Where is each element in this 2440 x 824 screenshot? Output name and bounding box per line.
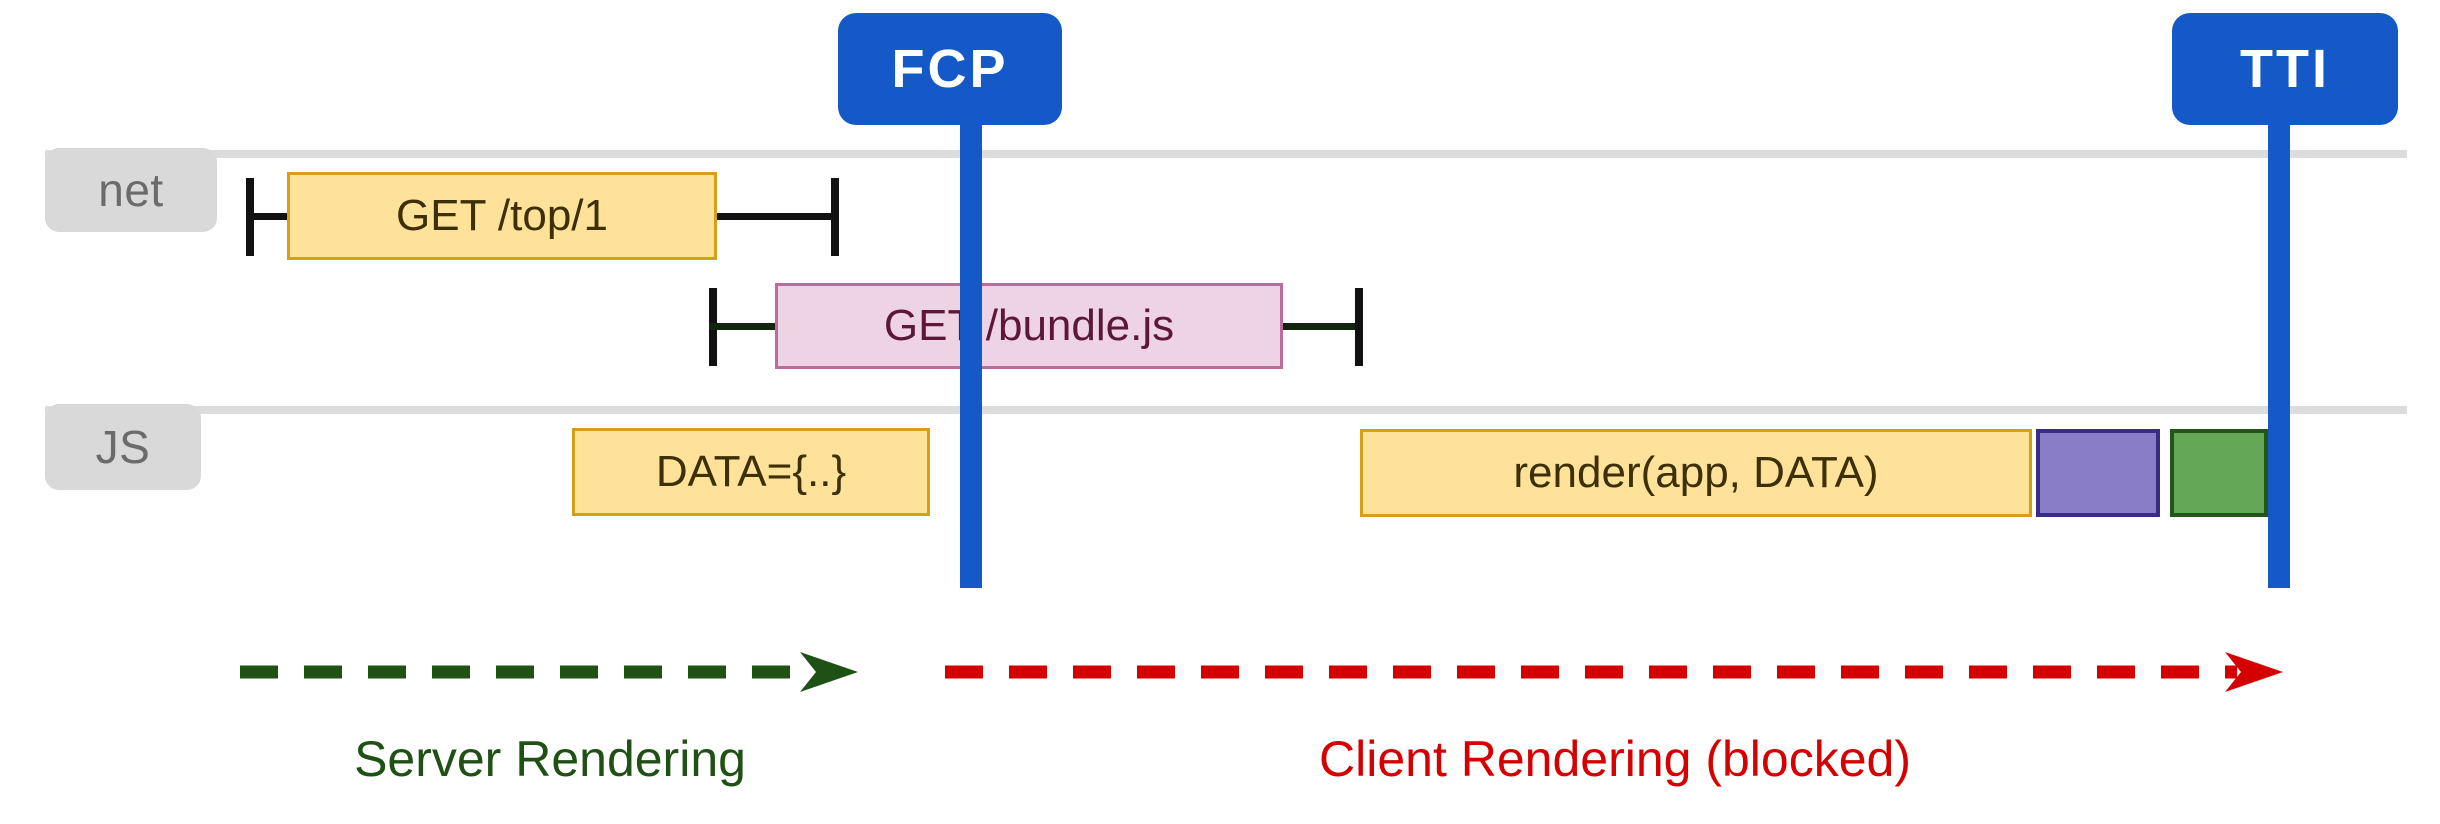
whisker-line-right-get-top-1 bbox=[712, 213, 838, 220]
marker-badge-fcp[interactable]: FCP bbox=[838, 13, 1062, 125]
marker-line-tti bbox=[2268, 110, 2290, 588]
phase-label-client-rendering-text: Client Rendering (blocked) bbox=[1319, 731, 1911, 787]
whisker-cap-right-get-bundle-js bbox=[1355, 288, 1363, 366]
task-bar-get-bundle-js[interactable]: GET /bundle.js bbox=[775, 283, 1283, 369]
task-bar-green-task[interactable] bbox=[2170, 429, 2268, 517]
whisker-line-left-get-bundle-js bbox=[709, 323, 781, 330]
task-bar-purple-task[interactable] bbox=[2036, 429, 2160, 517]
task-bar-render-call-label: render(app, DATA) bbox=[1513, 448, 1879, 497]
marker-badge-fcp-label: FCP bbox=[891, 39, 1009, 99]
lane-label-net-text: net bbox=[98, 164, 164, 216]
phase-arrow-server-rendering bbox=[240, 652, 860, 692]
task-bar-render-call[interactable]: render(app, DATA) bbox=[1360, 429, 2032, 517]
whisker-line-right-get-bundle-js bbox=[1276, 323, 1362, 330]
marker-badge-tti[interactable]: TTI bbox=[2172, 13, 2398, 125]
phase-label-server-rendering-text: Server Rendering bbox=[354, 731, 746, 787]
task-bar-get-top-1-label: GET /top/1 bbox=[396, 191, 608, 240]
phase-label-server-rendering: Server Rendering bbox=[240, 730, 860, 788]
lane-label-js: JS bbox=[45, 404, 201, 490]
task-bar-data-assign[interactable]: DATA={..} bbox=[572, 428, 930, 516]
lane-rail-net bbox=[45, 150, 2407, 158]
marker-line-fcp bbox=[960, 110, 982, 588]
lane-label-net: net bbox=[45, 148, 217, 232]
task-bar-get-bundle-js-label: GET /bundle.js bbox=[883, 301, 1175, 350]
whisker-line-left-get-top-1 bbox=[246, 213, 294, 220]
lane-label-js-text: JS bbox=[95, 421, 151, 473]
whisker-cap-right-get-top-1 bbox=[831, 178, 839, 256]
phase-arrow-client-rendering bbox=[945, 652, 2285, 692]
marker-badge-tti-label: TTI bbox=[2240, 39, 2330, 99]
task-bar-get-top-1[interactable]: GET /top/1 bbox=[287, 172, 717, 260]
lane-rail-js bbox=[45, 406, 2407, 414]
phase-label-client-rendering: Client Rendering (blocked) bbox=[945, 730, 2285, 788]
task-bar-data-assign-label: DATA={..} bbox=[655, 447, 847, 496]
